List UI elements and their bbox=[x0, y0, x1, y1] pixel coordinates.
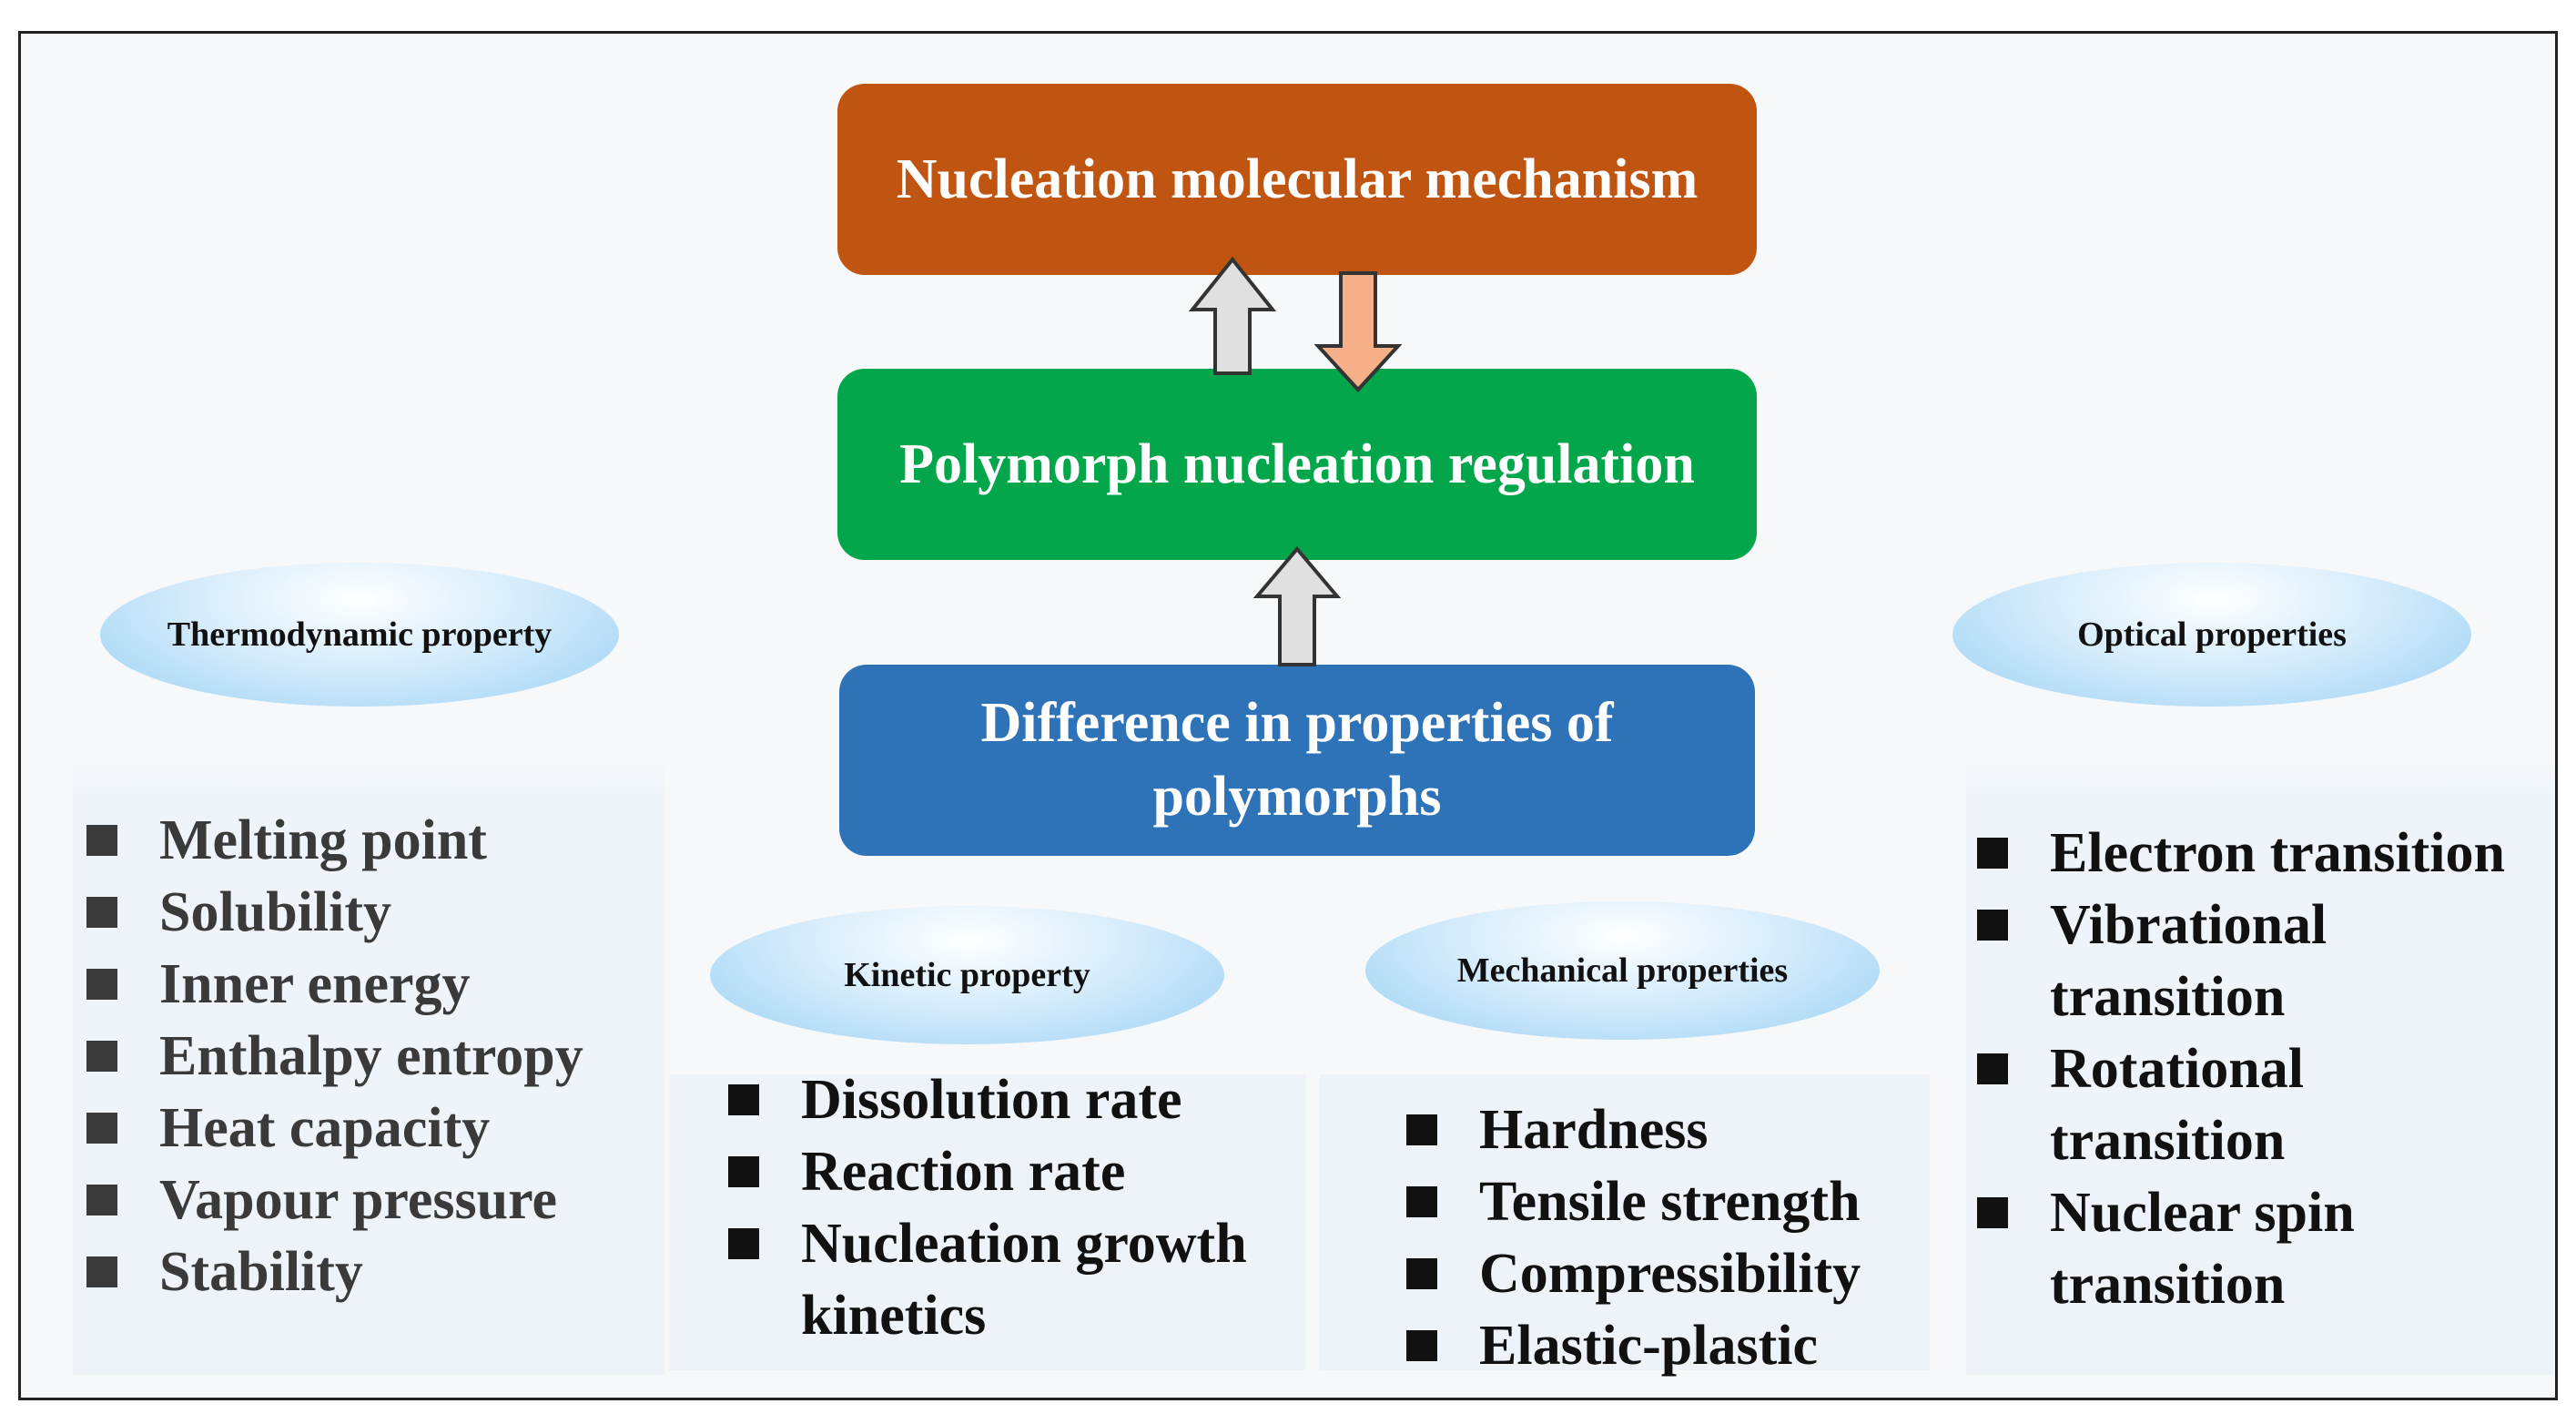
bullet-square-icon bbox=[1406, 1114, 1437, 1145]
kinetic-panel bbox=[669, 1074, 1306, 1370]
down-arrow-icon bbox=[1313, 271, 1403, 392]
optical-oval: Optical properties bbox=[1952, 563, 2471, 707]
bullet-square-icon bbox=[86, 969, 117, 1000]
polymorph-regulation-label: Polymorph nucleation regulation bbox=[899, 432, 1695, 495]
list-item-continuation: transition bbox=[2050, 1254, 2286, 1316]
bullet-square-icon bbox=[86, 897, 117, 928]
list-item-continuation: transition bbox=[2050, 966, 2286, 1028]
bullet-square-icon bbox=[1406, 1186, 1437, 1217]
list-item: Vibrational bbox=[1977, 890, 2505, 961]
thermodynamic-title: Thermodynamic property bbox=[167, 615, 553, 654]
kinetic-title: Kinetic property bbox=[844, 956, 1090, 994]
thermodynamic-oval: Thermodynamic property bbox=[100, 563, 619, 707]
list-item: Heat capacity bbox=[86, 1093, 583, 1165]
list-item: Stability bbox=[86, 1236, 583, 1308]
list-item: Hardness bbox=[1406, 1094, 1861, 1166]
list-item: Tensile strength bbox=[1406, 1166, 1861, 1238]
optical-panel bbox=[1966, 756, 2553, 1375]
list-item: Nuclear spin bbox=[1977, 1177, 2505, 1249]
bullet-square-icon bbox=[1977, 1197, 2008, 1228]
bullet-square-icon bbox=[1977, 1053, 2008, 1084]
list-item: Melting point bbox=[86, 805, 583, 877]
thermodynamic-panel bbox=[73, 756, 664, 1375]
bullet-square-icon bbox=[86, 1185, 117, 1215]
list-item: Dissolution rate bbox=[728, 1064, 1247, 1136]
list-item: Vapour pressure bbox=[86, 1165, 583, 1236]
bullet-square-icon bbox=[1406, 1258, 1437, 1289]
bullet-square-icon bbox=[86, 825, 117, 856]
up-arrow-icon bbox=[1188, 256, 1277, 375]
list-item: Rotational bbox=[1977, 1033, 2505, 1105]
list-item: Enthalpy entropy bbox=[86, 1021, 583, 1093]
bullet-square-icon bbox=[86, 1256, 117, 1287]
bullet-square-icon bbox=[1977, 910, 2008, 941]
mechanical-list: Hardness Tensile strength Compressibilit… bbox=[1406, 1094, 1861, 1382]
list-item: Elastic-plastic bbox=[1406, 1310, 1861, 1382]
thermodynamic-list: Melting point Solubility Inner energy En… bbox=[86, 805, 583, 1308]
property-difference-label-line1: Difference in properties of bbox=[980, 692, 1614, 755]
bullet-square-icon bbox=[1406, 1330, 1437, 1361]
bullet-square-icon bbox=[728, 1084, 759, 1115]
nucleation-mechanism-box: Nucleation molecular mechanism bbox=[837, 84, 1757, 275]
polymorph-regulation-box: Polymorph nucleation regulation bbox=[837, 369, 1757, 560]
list-item: Nucleation growth bbox=[728, 1208, 1247, 1280]
mechanical-oval: Mechanical properties bbox=[1365, 901, 1880, 1040]
bullet-square-icon bbox=[728, 1156, 759, 1187]
list-item: Inner energy bbox=[86, 949, 583, 1021]
list-item-continuation: kinetics bbox=[801, 1285, 987, 1347]
up-arrow-lower-icon bbox=[1253, 545, 1342, 666]
optical-list: Electron transition Vibrational transiti… bbox=[1977, 818, 2505, 1321]
property-difference-label-line2: polymorphs bbox=[1152, 766, 1442, 828]
list-item: Reaction rate bbox=[728, 1136, 1247, 1208]
bullet-square-icon bbox=[86, 1041, 117, 1072]
list-item: Compressibility bbox=[1406, 1238, 1861, 1310]
list-item-continuation: transition bbox=[2050, 1110, 2286, 1172]
list-item: Solubility bbox=[86, 877, 583, 949]
bullet-square-icon bbox=[1977, 838, 2008, 869]
optical-title: Optical properties bbox=[2077, 615, 2347, 654]
nucleation-mechanism-label: Nucleation molecular mechanism bbox=[896, 147, 1699, 210]
bullet-square-icon bbox=[728, 1228, 759, 1259]
list-item: Electron transition bbox=[1977, 818, 2505, 890]
mechanical-title: Mechanical properties bbox=[1456, 951, 1789, 990]
property-difference-box: Difference in properties of polymorphs bbox=[839, 665, 1755, 856]
kinetic-oval: Kinetic property bbox=[710, 906, 1224, 1044]
bullet-square-icon bbox=[86, 1113, 117, 1144]
kinetic-list: Dissolution rate Reaction rate Nucleatio… bbox=[728, 1064, 1247, 1352]
